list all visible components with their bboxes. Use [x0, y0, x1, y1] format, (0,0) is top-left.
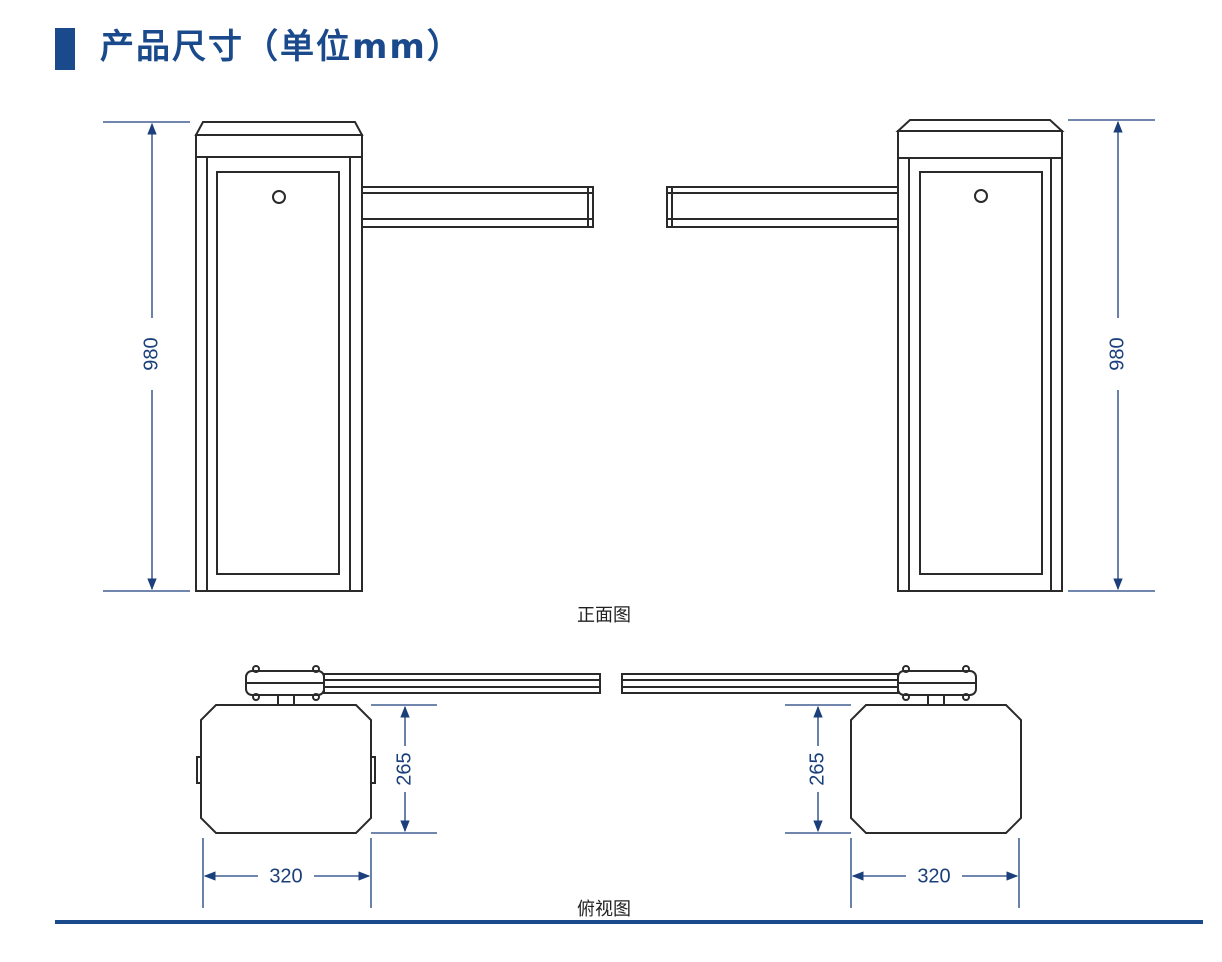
front-view-caption: 正面图: [577, 605, 631, 626]
depth-dimension-left: [371, 704, 437, 834]
depth-label-right: 265: [806, 752, 828, 785]
bottom-rule: [55, 920, 1203, 924]
width-label-right: 320: [917, 865, 950, 887]
depth-dimension-right: [785, 704, 851, 834]
height-dimension-left: [103, 121, 190, 592]
top-view-caption: 俯视图: [577, 899, 631, 920]
height-label-right: 980: [1106, 337, 1128, 370]
height-dimension-right: [1068, 119, 1155, 592]
front-left-barrier: [194, 121, 594, 592]
depth-label-left: 265: [393, 752, 415, 785]
width-dimension-left: [202, 838, 372, 908]
width-label-left: 320: [269, 865, 302, 887]
width-dimension-right: [850, 838, 1020, 908]
page-title: 产品尺寸（单位mm）: [100, 27, 463, 67]
title-accent-bar: [55, 28, 75, 70]
front-right-barrier: [666, 119, 1065, 592]
top-right-barrier: [621, 665, 1022, 834]
top-left-barrier: [196, 665, 601, 834]
height-label-left: 980: [140, 337, 162, 370]
